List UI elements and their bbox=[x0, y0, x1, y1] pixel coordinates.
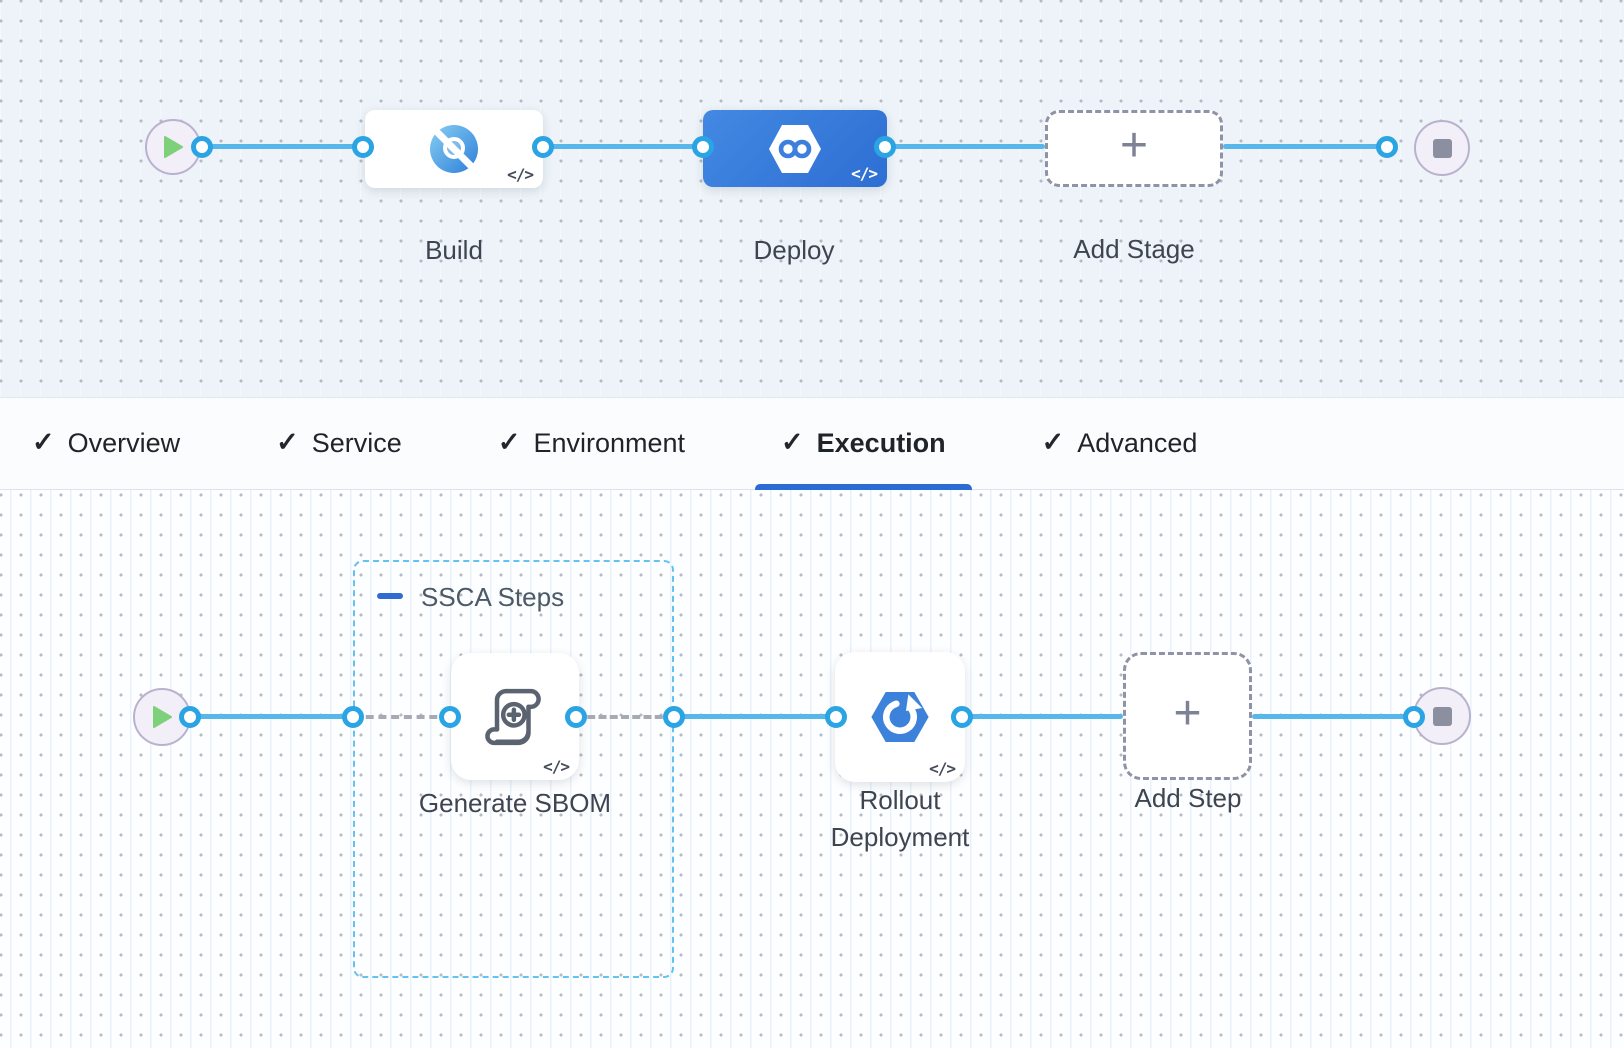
check-icon: ✓ bbox=[32, 427, 55, 457]
execution-steps-canvas[interactable]: SSCA Steps </> Generate SBOM bbox=[0, 490, 1624, 1048]
tab-execution[interactable]: ✓ Execution bbox=[755, 398, 972, 490]
connector-line bbox=[962, 714, 1123, 719]
port[interactable] bbox=[352, 136, 374, 158]
stage-tabbar: ✓ Overview ✓ Service ✓ Environment ✓ Exe… bbox=[0, 398, 1624, 490]
play-icon bbox=[164, 136, 183, 158]
stage-pipeline-canvas[interactable]: </> Build </> Deploy + Add Stage bbox=[0, 0, 1624, 398]
port[interactable] bbox=[532, 136, 554, 158]
stage-card-deploy[interactable]: </> bbox=[703, 110, 887, 187]
stage-card-build[interactable]: </> bbox=[365, 110, 543, 188]
tab-environment[interactable]: ✓ Environment bbox=[472, 398, 711, 489]
stop-icon bbox=[1432, 138, 1452, 158]
yaml-code-icon[interactable]: </> bbox=[929, 759, 956, 778]
add-step-label: Add Step bbox=[1134, 783, 1242, 813]
connector-line bbox=[1223, 144, 1387, 149]
play-icon bbox=[153, 706, 172, 728]
step-card-rollout-deployment[interactable]: </> bbox=[835, 652, 965, 782]
connector-line bbox=[202, 144, 363, 149]
yaml-code-icon[interactable]: </> bbox=[543, 757, 570, 776]
port[interactable] bbox=[825, 706, 847, 728]
tab-service[interactable]: ✓ Service bbox=[250, 398, 428, 489]
port[interactable] bbox=[874, 136, 896, 158]
stage-label-build: Build bbox=[425, 235, 483, 265]
port[interactable] bbox=[191, 136, 213, 158]
connector-line bbox=[543, 144, 703, 149]
ci-build-icon bbox=[428, 123, 480, 175]
add-stage-button[interactable]: + bbox=[1045, 110, 1223, 187]
step-label-generate-sbom: Generate SBOM bbox=[418, 788, 612, 818]
check-icon: ✓ bbox=[781, 427, 804, 457]
dashed-connector-line bbox=[576, 715, 674, 719]
yaml-code-icon[interactable]: </> bbox=[507, 165, 534, 184]
dashed-connector-line bbox=[353, 715, 450, 719]
add-step-button[interactable]: + bbox=[1123, 652, 1252, 780]
collapse-group-icon[interactable] bbox=[377, 593, 403, 599]
tab-label: Advanced bbox=[1077, 428, 1198, 458]
rollout-icon bbox=[871, 691, 929, 743]
sbom-scroll-icon bbox=[485, 688, 541, 745]
check-icon: ✓ bbox=[1041, 427, 1065, 457]
port[interactable] bbox=[1376, 136, 1398, 158]
step-card-generate-sbom[interactable]: </> bbox=[451, 653, 579, 780]
pipeline-end-node[interactable] bbox=[1414, 120, 1470, 176]
port[interactable] bbox=[439, 706, 461, 728]
port[interactable] bbox=[179, 706, 201, 728]
tab-label: Overview bbox=[67, 428, 181, 458]
cd-deploy-icon bbox=[769, 124, 821, 173]
tab-label: Service bbox=[311, 428, 402, 458]
yaml-code-icon[interactable]: </> bbox=[851, 164, 878, 183]
check-icon: ✓ bbox=[497, 427, 521, 457]
stage-label-deploy: Deploy bbox=[753, 235, 835, 265]
port[interactable] bbox=[1403, 706, 1425, 728]
tab-overview[interactable]: ✓ Overview bbox=[6, 398, 206, 489]
connector-line bbox=[674, 714, 836, 719]
add-stage-label: Add Stage bbox=[1073, 234, 1195, 264]
port[interactable] bbox=[692, 136, 714, 158]
connector-line bbox=[190, 714, 353, 719]
plus-icon: + bbox=[1173, 686, 1202, 740]
tab-label: Environment bbox=[533, 428, 686, 458]
connector-line bbox=[885, 144, 1045, 149]
check-icon: ✓ bbox=[276, 427, 299, 457]
port[interactable] bbox=[565, 706, 587, 728]
tab-advanced[interactable]: ✓ Advanced bbox=[1016, 398, 1224, 489]
plus-icon: + bbox=[1119, 119, 1149, 172]
connector-line bbox=[1252, 714, 1414, 719]
port[interactable] bbox=[342, 706, 364, 728]
tab-label: Execution bbox=[816, 428, 946, 458]
ssca-steps-group[interactable]: SSCA Steps bbox=[353, 560, 674, 978]
stop-icon bbox=[1432, 706, 1452, 726]
port[interactable] bbox=[663, 706, 685, 728]
port[interactable] bbox=[951, 706, 973, 728]
ssca-group-label: SSCA Steps bbox=[421, 582, 565, 612]
step-label-rollout-deployment: Rollout Deployment bbox=[830, 785, 970, 852]
